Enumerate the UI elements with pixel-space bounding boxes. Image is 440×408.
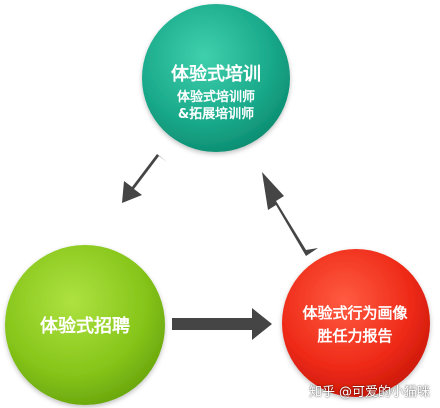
- node-right-line-1: 体验式行为画像: [302, 304, 408, 322]
- node-top-training: [142, 4, 290, 152]
- node-left-recruitment: [5, 245, 165, 405]
- watermark-author: @可爱的小猫咪: [338, 385, 430, 400]
- node-top-line-2: &拓展培训师: [178, 106, 254, 122]
- arrow-top-to-left: [122, 154, 167, 203]
- node-right-circle: [282, 249, 430, 397]
- arrow-right-to-top: [262, 172, 318, 256]
- watermark-platform: 知乎: [308, 385, 335, 400]
- node-top-circle: [142, 4, 290, 152]
- node-top-line-1: 体验式培训师: [177, 89, 255, 105]
- node-left-title: 体验式招聘: [40, 315, 130, 337]
- node-right-report: [282, 249, 430, 397]
- node-right-line-2: 胜任力报告: [317, 327, 392, 345]
- node-left-circle: [5, 245, 165, 405]
- watermark: 知乎 @可爱的小猫咪: [309, 381, 430, 400]
- arrow-bottom-left-to-right: [172, 308, 272, 340]
- node-top-title: 体验式培训: [171, 63, 261, 85]
